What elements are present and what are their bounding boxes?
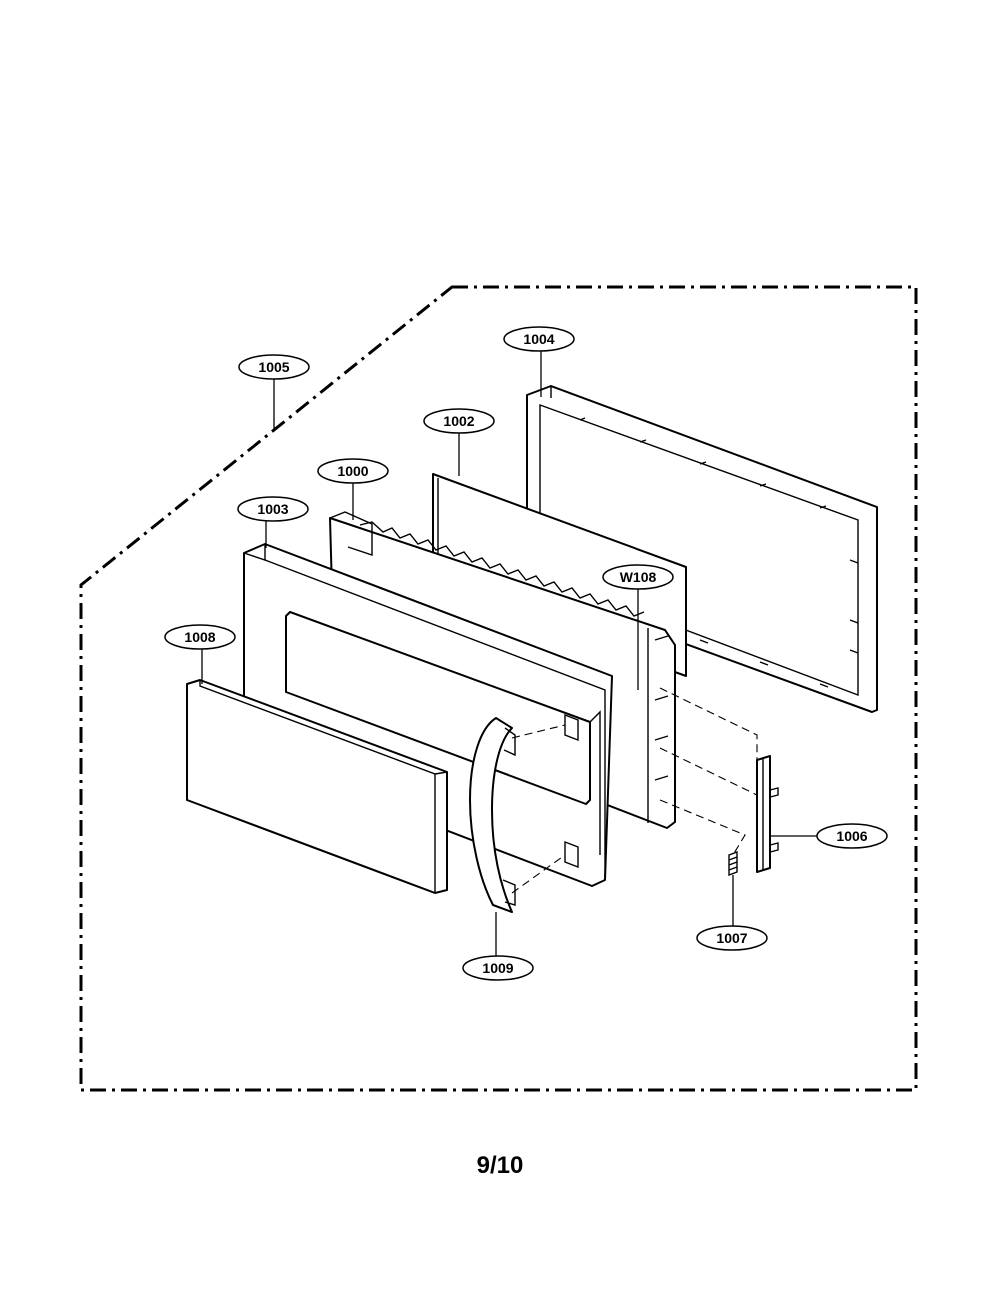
- callout-1008: 1008: [164, 624, 236, 650]
- svg-text:1007: 1007: [716, 930, 747, 946]
- assembly-boundary: [79, 285, 918, 1092]
- svg-text:1002: 1002: [443, 413, 474, 429]
- assembly-lines: [511, 687, 758, 894]
- callout-1002: 1002: [423, 408, 495, 434]
- svg-text:1004: 1004: [523, 331, 554, 347]
- callout-1004: 1004: [503, 326, 575, 352]
- svg-text:1000: 1000: [337, 463, 368, 479]
- svg-text:1009: 1009: [482, 960, 513, 976]
- part-1009-handle: [469, 717, 516, 913]
- page-number: 9/10: [476, 1152, 524, 1179]
- leader-lines: [201, 350, 819, 957]
- svg-text:1006: 1006: [836, 828, 867, 844]
- callout-1009: 1009: [462, 955, 534, 981]
- part-1008-outer-panel: [186, 679, 448, 894]
- callout-1000: 1000: [317, 458, 389, 484]
- callout-1007: 1007: [696, 925, 768, 951]
- callout-1005: 1005: [238, 354, 310, 380]
- callout-1003: 1003: [237, 496, 309, 522]
- svg-text:1005: 1005: [258, 359, 289, 375]
- svg-text:W108: W108: [620, 569, 657, 585]
- part-1007-spring: [728, 850, 738, 877]
- svg-text:1003: 1003: [257, 501, 288, 517]
- callout-1006: 1006: [816, 823, 888, 849]
- svg-text:1008: 1008: [184, 629, 215, 645]
- callout-w108: W108: [602, 564, 674, 590]
- part-1006-latch: [756, 755, 779, 873]
- part-1003-door-frame: [243, 543, 613, 887]
